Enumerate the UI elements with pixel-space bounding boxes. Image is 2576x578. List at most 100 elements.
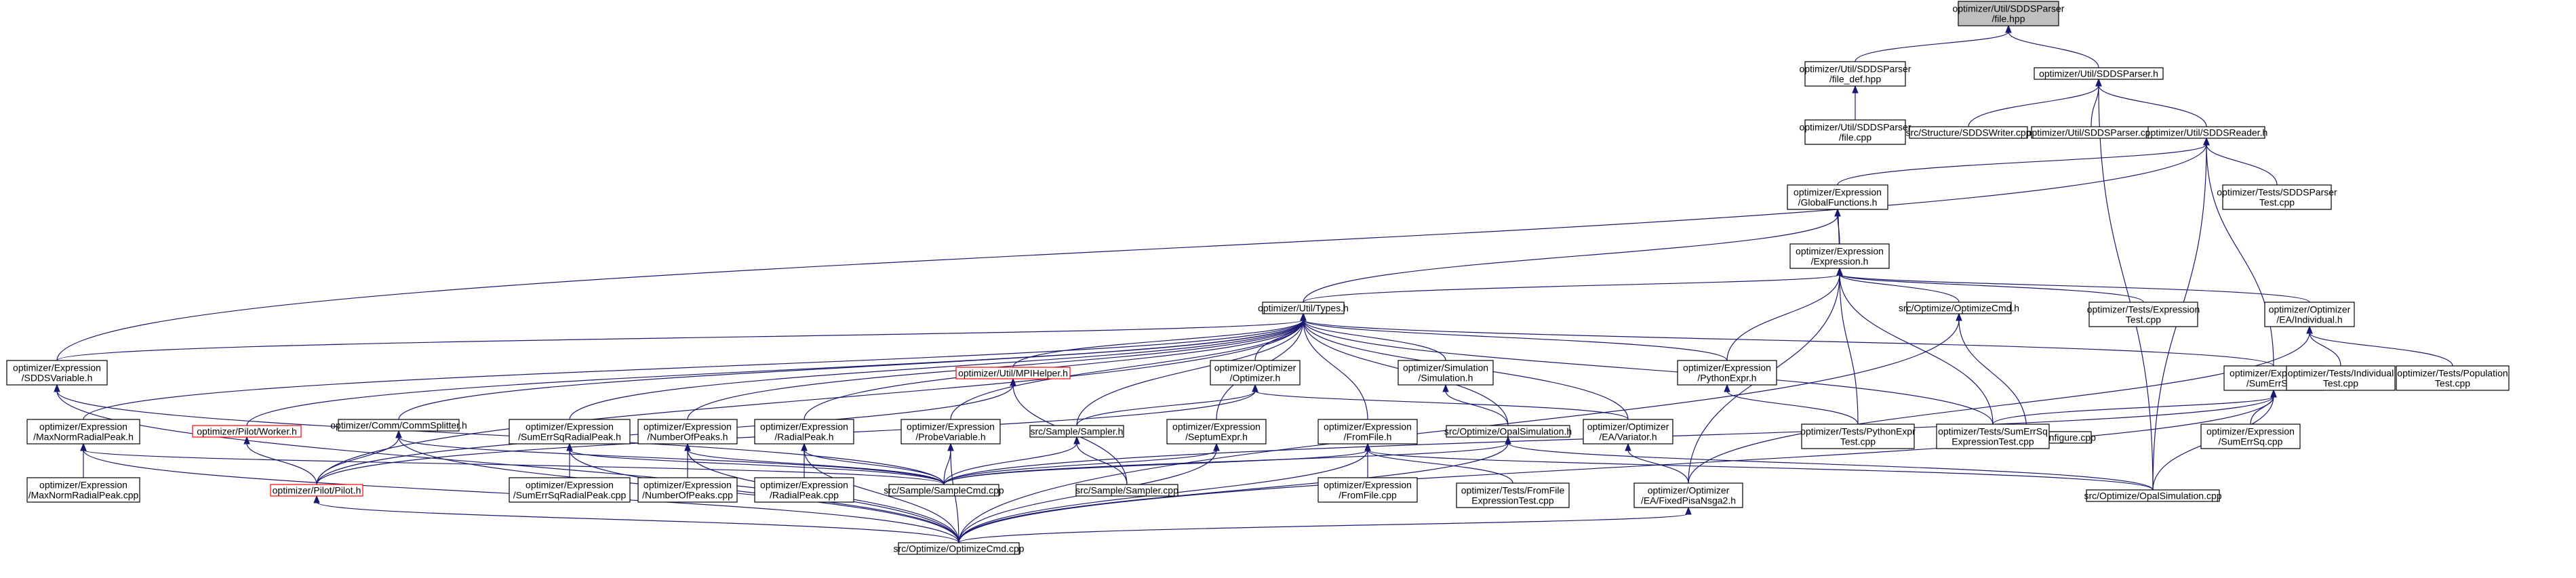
- node-probevariable[interactable]: optimizer/Expression/ProbeVariable.h: [900, 419, 1001, 445]
- edge-line: [1958, 319, 2027, 432]
- node-label: /file.cpp: [1839, 132, 1871, 143]
- node-maxnorm-cpp[interactable]: optimizer/Expression/MaxNormRadialPeak.c…: [26, 477, 140, 503]
- node-label: optimizer/Expression: [526, 421, 614, 432]
- node-label: Test.cpp: [2435, 378, 2470, 389]
- edge-line: [1445, 390, 1509, 426]
- edge-expression-to-sumerrsqexprtest: [1836, 267, 1994, 425]
- arrowhead: [1300, 312, 1307, 321]
- edge-line: [1367, 449, 2154, 491]
- node-radialpeak-cpp[interactable]: optimizer/Expression/RadialPeak.cpp: [754, 477, 854, 503]
- edge-line: [1726, 390, 1859, 425]
- node-label: optimizer/Optimizer: [1648, 485, 1730, 496]
- edge-line: [2309, 332, 2341, 367]
- node-simulation-h[interactable]: optimizer/Simulation/Simulation.h: [1398, 360, 1494, 386]
- edge-individual-to-fixedpisa: [1688, 325, 2313, 484]
- node-box: [1210, 360, 1301, 386]
- node-fixedpisa[interactable]: optimizer/Optimizer/EA/FixedPisaNsga2.h: [1633, 482, 1743, 508]
- arrowhead: [1364, 442, 1371, 451]
- edge-line: [56, 319, 1304, 361]
- node-numberofpeaks-h[interactable]: optimizer/Expression/NumberOfPeaks.h: [637, 419, 738, 445]
- node-pythonexpr[interactable]: optimizer/Expression/PythonExpr.h: [1677, 360, 1777, 386]
- node-radialpeak-h[interactable]: optimizer/Expression/RadialPeak.h: [754, 419, 854, 445]
- node-file-def[interactable]: optimizer/Util/SDDSParser/file_def.hpp: [1800, 61, 1911, 87]
- edge-types-to-pythonexpr: [1300, 312, 1728, 361]
- node-sumerrsq-cpp[interactable]: optimizer/Expression/SumErrSq.cpp: [2200, 424, 2301, 449]
- edge-pythonexpr-to-pythonexprtest: [1724, 384, 1859, 425]
- node-expressiontest[interactable]: optimizer/Tests/ExpressionTest.cpp: [2087, 302, 2200, 327]
- edge-globalfunctions-to-types: [1303, 208, 1841, 303]
- node-sddswriter[interactable]: src/Structure/SDDSWriter.cpp: [1906, 126, 2032, 139]
- node-fromfiletest[interactable]: optimizer/Tests/FromFileExpressionTest.c…: [1456, 482, 1570, 508]
- edge-line: [804, 449, 945, 485]
- node-optimizecmd-cpp[interactable]: src/Optimize/OptimizeCmd.cpp: [894, 542, 1025, 555]
- edge-line: [1837, 203, 1840, 250]
- node-box: [2264, 302, 2355, 327]
- node-label: ExpressionTest.cpp: [1471, 495, 1554, 506]
- node-expression[interactable]: optimizer/Expression/Expression.h: [1789, 243, 1890, 269]
- node-label: optimizer/Expression: [643, 480, 732, 491]
- node-label: optimizer/Tests/PythonExpr: [1800, 426, 1916, 437]
- node-sumerrsqexprtest[interactable]: optimizer/Tests/SumErrSqExpressionTest.c…: [1936, 424, 2050, 449]
- node-sddsreader[interactable]: optimizer/Util/SDDSReader.h: [2145, 126, 2268, 139]
- node-label: optimizer/Util/SDDSParser: [1800, 64, 1911, 75]
- node-box: [509, 477, 631, 503]
- node-label: optimizer/Expression: [643, 421, 732, 432]
- edge-worker-to-pilot: [243, 436, 317, 485]
- node-fromfile-h[interactable]: optimizer/Expression/FromFile.h: [1317, 419, 1418, 445]
- node-label: src/Optimize/OptimizeCmd.h: [1899, 303, 2019, 314]
- node-pilot[interactable]: optimizer/Pilot/Pilot.h: [270, 484, 363, 497]
- node-label: ExpressionTest.cpp: [1951, 436, 2034, 447]
- node-label: optimizer/Simulation: [1403, 363, 1488, 373]
- node-commsplitter[interactable]: optimizer/Comm/CommSplitter.h: [330, 419, 467, 432]
- node-label: optimizer/Tests/SumErrSq: [1938, 426, 2048, 437]
- edge-types-to-sddsvariable: [56, 312, 1307, 361]
- node-label: /FromFile.h: [1344, 432, 1392, 442]
- edge-line: [943, 442, 1077, 485]
- edge-line: [943, 442, 1509, 485]
- node-label: /RadialPeak.cpp: [770, 490, 839, 501]
- node-optimizecmd-h[interactable]: src/Optimize/OptimizeCmd.h: [1899, 302, 2019, 314]
- node-maxnorm-h[interactable]: optimizer/Expression/MaxNormRadialPeak.h: [26, 419, 140, 445]
- node-box: [1906, 302, 2012, 314]
- node-numberofpeaks-cpp[interactable]: optimizer/Expression/NumberOfPeaks.cpp: [637, 477, 738, 503]
- node-file-cpp[interactable]: optimizer/Util/SDDSParser/file.cpp: [1800, 119, 1911, 145]
- node-individual[interactable]: optimizer/Optimizer/EA/Individual.h: [2264, 302, 2355, 327]
- node-label: /EA/FixedPisaNsga2.h: [1641, 495, 1736, 506]
- node-worker[interactable]: optimizer/Pilot/Worker.h: [192, 425, 302, 438]
- edge-optimizer-h-to-variator: [1252, 384, 1629, 420]
- node-opalsimulation-cpp[interactable]: src/Optimize/OpalSimulation.cpp: [2084, 489, 2222, 502]
- node-fromfile-cpp[interactable]: optimizer/Expression/FromFile.cpp: [1317, 477, 1418, 503]
- arrowhead: [1442, 384, 1449, 392]
- node-label: src/Optimize/OptimizeCmd.cpp: [894, 543, 1025, 554]
- node-label: /file_def.hpp: [1829, 74, 1881, 85]
- node-sddsparser-h[interactable]: optimizer/Util/SDDSParser.h: [2034, 67, 2164, 80]
- node-samplecmd[interactable]: src/Sample/SampleCmd.cpp: [884, 484, 1004, 497]
- node-globalfunctions[interactable]: optimizer/Expression/GlobalFunctions.h: [1787, 184, 1888, 210]
- edge-line: [2206, 144, 2278, 186]
- node-sampler-cpp[interactable]: src/Sample/Sampler.cpp: [1075, 484, 1178, 497]
- node-root[interactable]: optimizer/Util/SDDSParser/file.hpp: [1953, 1, 2065, 26]
- node-sddsvariable[interactable]: optimizer/Expression/SDDSVariable.h: [6, 360, 108, 386]
- edge-line: [1968, 85, 2099, 127]
- node-septumexpr[interactable]: optimizer/Expression/SeptumExpr.h: [1166, 419, 1267, 445]
- edge-line: [1688, 332, 2310, 484]
- node-label: Test.cpp: [1840, 436, 1876, 447]
- arrowhead: [2306, 325, 2313, 334]
- node-optimizer-h[interactable]: optimizer/Optimizer/Optimizer.h: [1210, 360, 1301, 386]
- node-box: [2396, 365, 2510, 391]
- node-sddsparser-cpp[interactable]: optimizer/Util/SDDSParser.cpp: [2027, 126, 2156, 139]
- node-mpihelper[interactable]: optimizer/Util/MPIHelper.h: [955, 367, 1071, 379]
- edge-expression-to-globalfunctions: [1837, 203, 1840, 250]
- edge-line: [1855, 31, 2009, 62]
- node-opalsimulation-h[interactable]: src/Optimize/OpalSimulation.h: [1444, 425, 1572, 438]
- node-types[interactable]: optimizer/Util/Types.h: [1258, 302, 1349, 314]
- edge-line: [1303, 215, 1838, 303]
- node-variator[interactable]: optimizer/Optimizer/EA/Variator.h: [1583, 419, 1673, 445]
- node-sumerrsqradial-cpp[interactable]: optimizer/Expression/SumErrSqRadialPeak.…: [509, 477, 631, 503]
- node-sumerrsqradial-h[interactable]: optimizer/Expression/SumErrSqRadialPeak.…: [509, 419, 631, 445]
- node-sampler-h[interactable]: src/Sample/Sampler.h: [1029, 425, 1124, 438]
